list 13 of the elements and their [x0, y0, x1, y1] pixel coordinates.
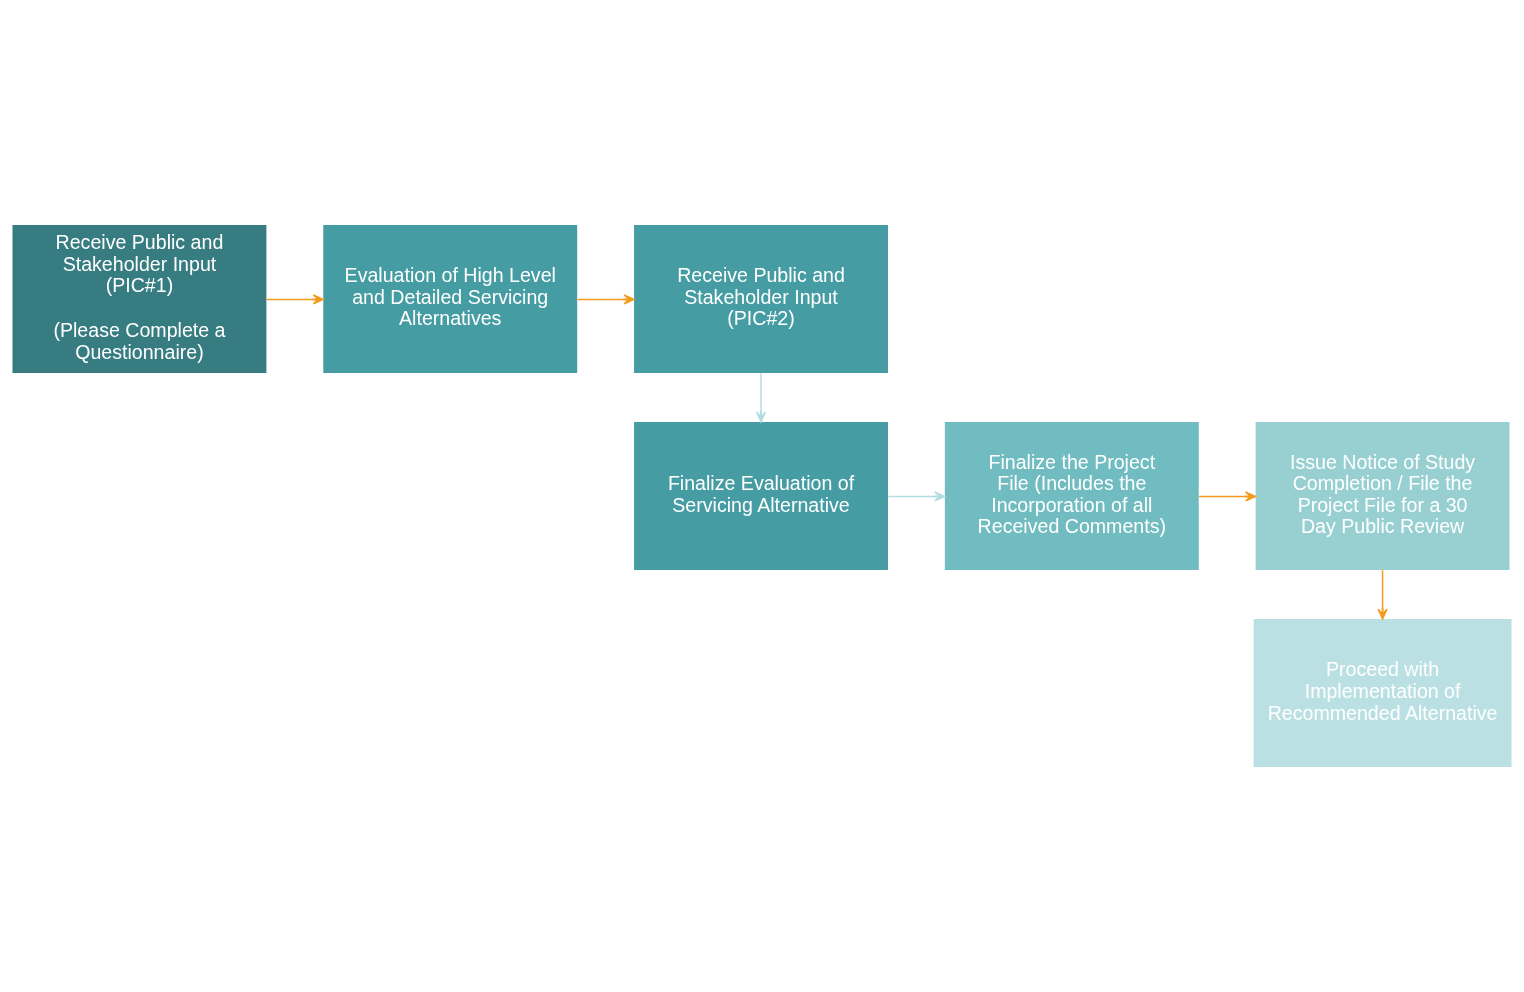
arrow	[1198, 491, 1257, 502]
arrow	[755, 372, 767, 423]
node-box: Receive Public and Stakeholder Input (PIC#2)	[634, 224, 888, 373]
node-box: Finalize Evaluation of Servicing Alternative	[634, 422, 888, 570]
arrow	[1377, 569, 1388, 620]
node-box: Proceed with Implementation of Recommended Alternative	[1253, 619, 1512, 768]
node-box: Receive Public and Stakeholder Input (PIC#1) (Please Complete a Questionnaire)	[12, 224, 267, 373]
arrow	[266, 294, 324, 305]
arrow	[576, 294, 635, 305]
node-box: Issue Notice of Study Completion / File the Project File for a 30 Day Public Review	[1255, 422, 1510, 570]
node-box: Evaluation of High Level and Detailed Servicing Alternatives	[323, 224, 578, 373]
arrow	[887, 491, 946, 502]
node-box: Finalize the Project File (Includes the Incorporation of all Received Comments)	[944, 422, 1199, 570]
